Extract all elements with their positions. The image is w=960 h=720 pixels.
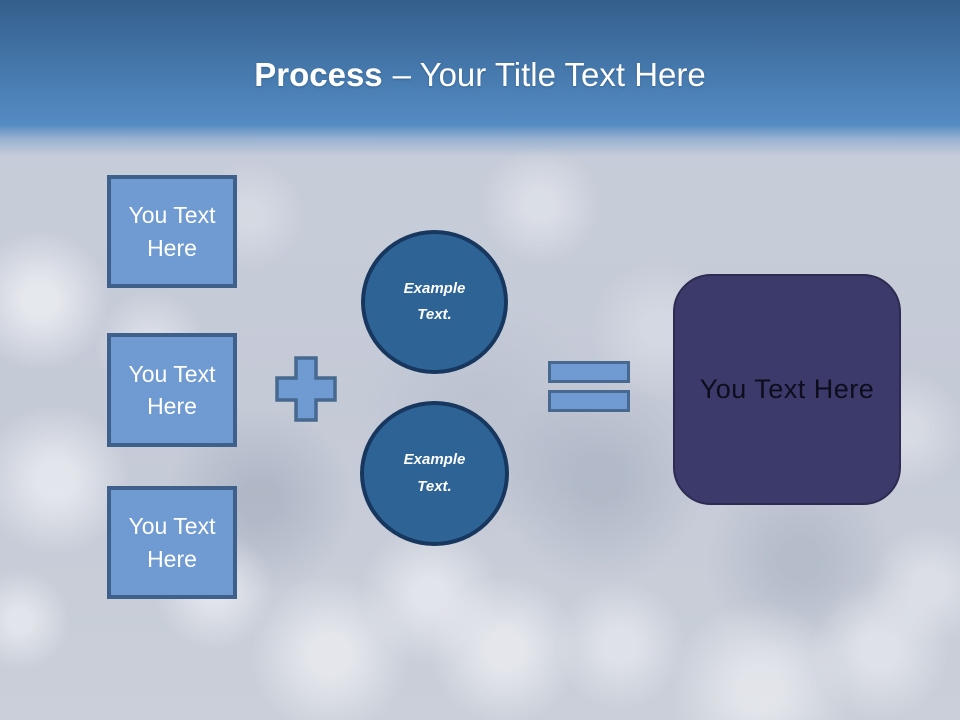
title-banner — [0, 0, 960, 168]
process-circle-2-label: Example Text. — [403, 451, 466, 495]
process-circle-1-label: Example Text. — [403, 279, 466, 323]
equals-bar-bottom — [548, 390, 630, 412]
plus-icon — [275, 356, 337, 422]
result-box-label: You Text Here — [699, 374, 875, 404]
slide-title: Process– Your Title Text Here — [0, 55, 960, 95]
process-circle-1: Example Text. — [361, 230, 508, 374]
input-box-2: You Text Here — [107, 333, 237, 447]
input-box-3-label: You Text Here — [128, 513, 216, 572]
input-box-3: You Text Here — [107, 486, 237, 599]
input-box-1-label: You Text Here — [128, 202, 216, 261]
slide-title-rest: – Your Title Text Here — [392, 56, 706, 93]
slide-title-bold: Process — [254, 56, 383, 93]
equals-icon — [548, 361, 630, 412]
result-box: You Text Here — [673, 274, 901, 505]
input-box-2-label: You Text Here — [128, 360, 216, 419]
input-box-1: You Text Here — [107, 175, 237, 288]
equals-bar-top — [548, 361, 630, 383]
process-circle-2: Example Text. — [360, 401, 509, 546]
